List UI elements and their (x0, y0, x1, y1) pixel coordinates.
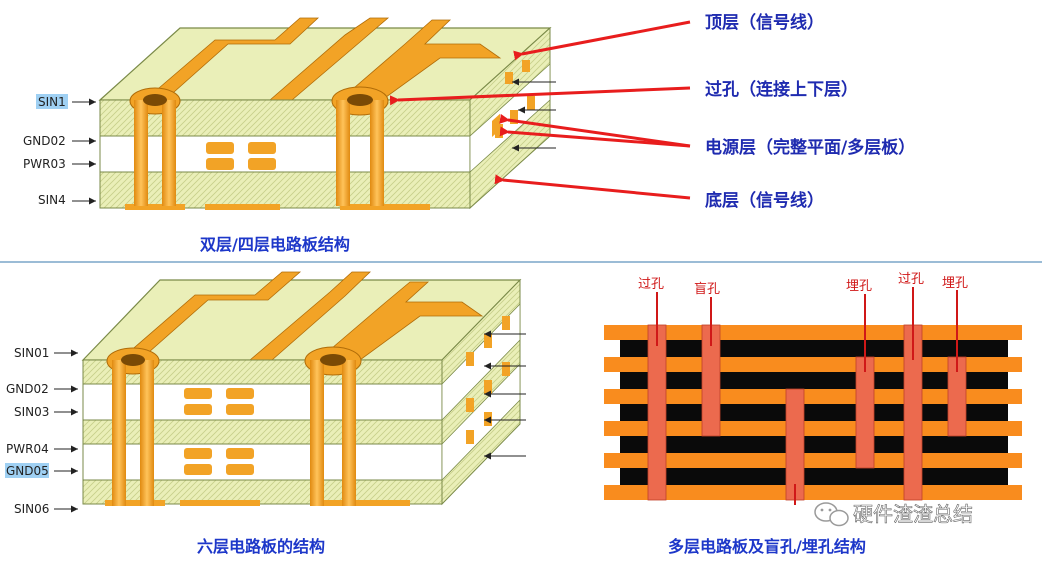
caption-four-layer: 双层/四层电路板结构 (200, 235, 350, 254)
top-layer-labels: SIN1 GND02 PWR03 SIN4 (23, 78, 556, 207)
caption-via-types: 多层电路板及盲孔/埋孔结构 (668, 537, 866, 556)
caption-six-layer: 六层电路板的结构 (197, 537, 325, 556)
buried-via-1 (855, 356, 875, 469)
label-gnd02-six: GND02 (6, 382, 49, 396)
label-sin06: SIN06 (14, 502, 49, 516)
label-gnd02: GND02 (23, 134, 66, 148)
label-blind-via: 盲孔 (694, 281, 720, 297)
label-pwr03: PWR03 (23, 157, 66, 171)
watermark-text: 硬件渣渣总结 (853, 502, 973, 526)
label-through-via-2: 过孔 (898, 272, 924, 287)
watermark: 硬件渣渣总结 (814, 502, 973, 527)
label-sin01: SIN01 (14, 346, 49, 360)
label-gnd05: GND05 (6, 464, 49, 478)
callout-bottom-layer: 底层（信号线） (705, 190, 824, 211)
blind-via-bottom (785, 388, 805, 501)
six-layer-labels: SIN01 GND02 SIN03 PWR04 GND05 SIN06 (5, 330, 526, 516)
label-sin4: SIN4 (38, 193, 66, 207)
label-sin03: SIN03 (14, 405, 49, 419)
label-through-via-1: 过孔 (638, 277, 664, 292)
highlight-mark (36, 94, 68, 109)
callout-via: 过孔（连接上下层） (705, 79, 858, 100)
label-sin1: SIN1 (38, 95, 66, 109)
via-types-diagram (604, 287, 1022, 505)
callout-arrows (389, 20, 691, 200)
callout-top-layer: 顶层（信号线） (705, 12, 824, 33)
wechat-icon (814, 502, 849, 527)
six-layer-board (81, 271, 522, 506)
through-via-1 (647, 324, 667, 501)
label-pwr04: PWR04 (6, 442, 49, 456)
via-type-labels: 过孔 盲孔 埋孔 过孔 埋孔 (638, 272, 968, 297)
four-layer-board (98, 17, 552, 210)
highlight-mark-gnd05 (5, 463, 49, 478)
label-buried-via-1: 埋孔 (846, 279, 872, 294)
callout-texts: 顶层（信号线） 过孔（连接上下层） 电源层（完整平面/多层板） 底层（信号线） (705, 12, 915, 211)
label-buried-via-2: 埋孔 (942, 276, 968, 291)
callout-power-layer: 电源层（完整平面/多层板） (705, 137, 915, 158)
